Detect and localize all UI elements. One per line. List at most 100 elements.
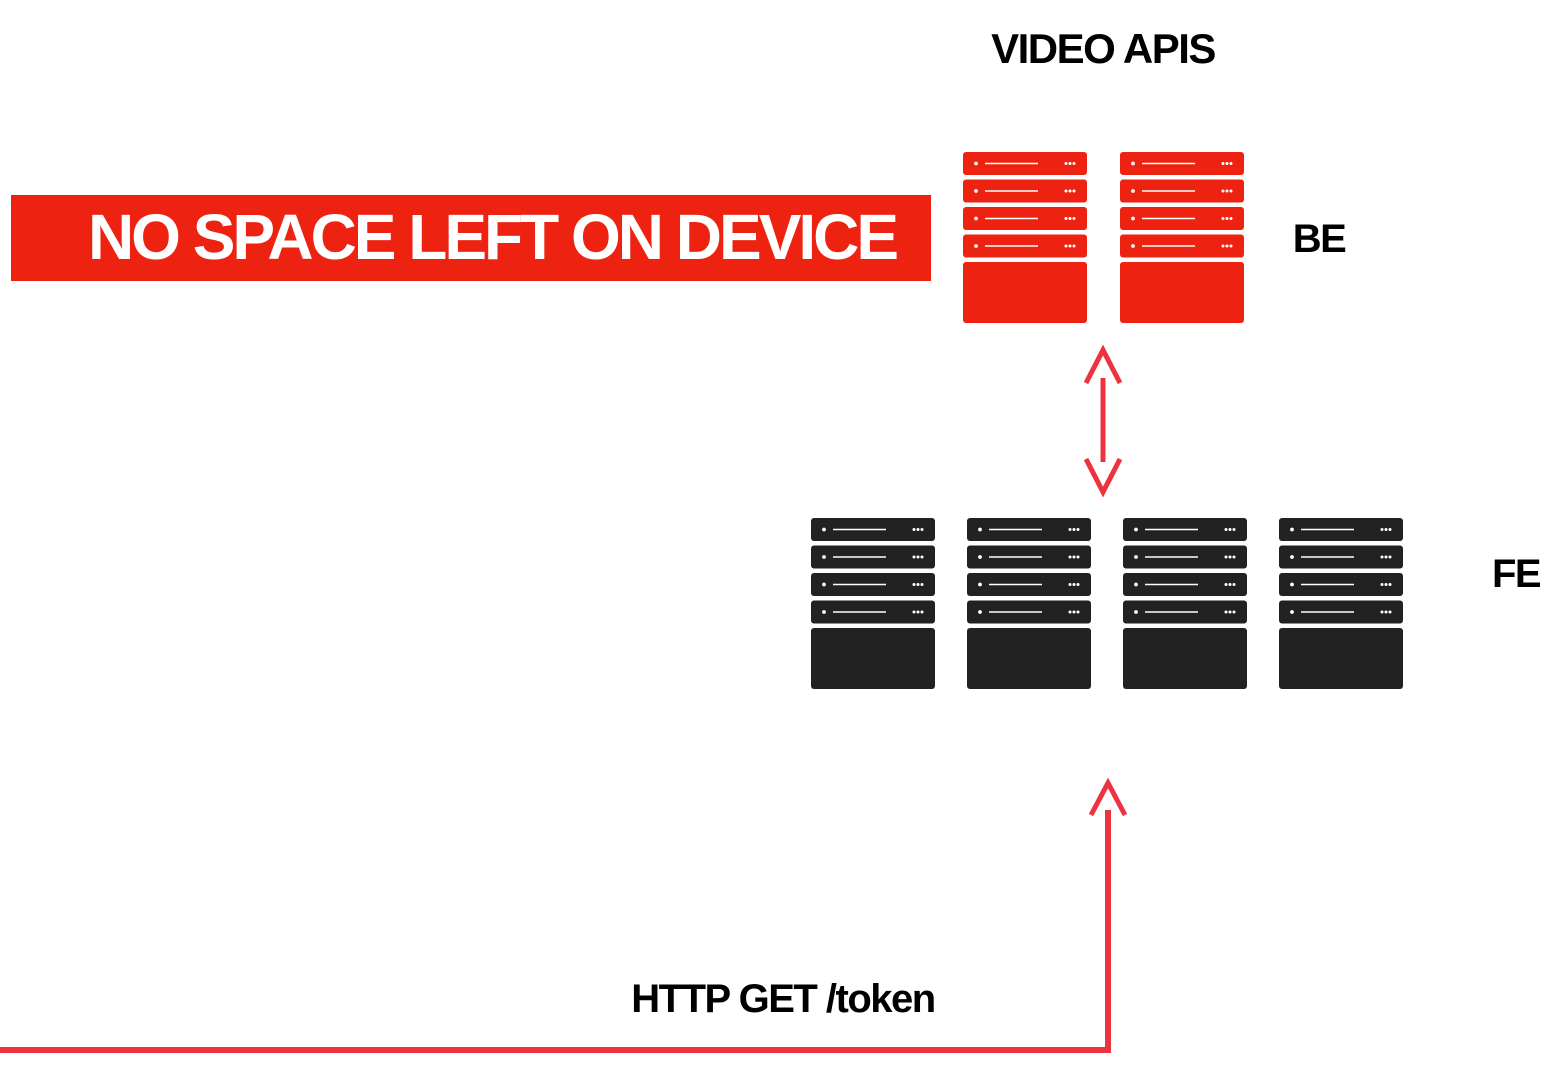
arrow-head-up [1083, 344, 1123, 385]
server-dot [1232, 583, 1236, 586]
arrow-head-down [1083, 457, 1123, 498]
server-led [1134, 527, 1138, 532]
server-led [1131, 161, 1135, 166]
server-dot [1384, 555, 1388, 559]
server-dot [1380, 528, 1384, 531]
frontend-server-rack-icon [1279, 518, 1403, 689]
server-dot [1232, 555, 1236, 559]
server-dot [916, 555, 920, 559]
server-dot [1229, 244, 1233, 248]
server-dot [1072, 244, 1076, 248]
server-led [1134, 555, 1138, 559]
server-dot [1076, 555, 1080, 559]
server-dot [1072, 162, 1076, 165]
server-led [1134, 582, 1138, 587]
server-dot [1229, 162, 1233, 165]
server-led [1290, 527, 1294, 532]
server-led [1290, 582, 1294, 587]
backend-server-rack-icon [1120, 152, 1244, 323]
server-dot [1068, 583, 1072, 586]
server-dot [1068, 528, 1072, 531]
server-dot [1388, 555, 1392, 559]
server-dot [1221, 162, 1225, 165]
server-dot [1224, 583, 1228, 586]
server-dot [1380, 555, 1384, 559]
server-dot [1232, 610, 1236, 614]
server-dot [920, 528, 924, 531]
server-dot [1225, 244, 1229, 248]
server-led [1131, 189, 1135, 193]
server-dot [1224, 610, 1228, 614]
server-led [974, 244, 978, 248]
frontend-server-group [811, 518, 1403, 689]
request-arrow-head [1088, 777, 1128, 817]
server-dot [1068, 189, 1072, 193]
server-dot [916, 610, 920, 614]
frontend-server-rack-icon [811, 518, 935, 689]
server-dot [1228, 555, 1232, 559]
server-led [822, 527, 826, 532]
error-banner-text: NO SPACE LEFT ON DEVICE [88, 201, 897, 273]
server-led [1131, 216, 1135, 221]
backend-tier-label: BE [1293, 217, 1346, 261]
server-dot [1380, 583, 1384, 586]
frontend-server-rack-icon [1123, 518, 1247, 689]
server-dot [1072, 555, 1076, 559]
server-base [811, 628, 935, 689]
server-dot [1224, 528, 1228, 531]
server-dot [1228, 583, 1232, 586]
server-dot [1384, 583, 1388, 586]
server-dot [1064, 244, 1068, 248]
server-dot [1229, 217, 1233, 220]
server-dot [1068, 244, 1072, 248]
server-dot [920, 583, 924, 586]
server-dot [1384, 610, 1388, 614]
server-led [822, 582, 826, 587]
server-led [978, 610, 982, 614]
server-led [978, 582, 982, 587]
server-dot [1064, 217, 1068, 220]
server-dot [1221, 244, 1225, 248]
server-led [978, 555, 982, 559]
backend-server-group [963, 152, 1244, 323]
server-led [974, 161, 978, 166]
server-base [1120, 262, 1244, 323]
server-dot [1388, 583, 1392, 586]
server-dot [1064, 162, 1068, 165]
frontend-server-rack-icon [967, 518, 1091, 689]
server-dot [1072, 217, 1076, 220]
server-led [974, 216, 978, 221]
backend-server-rack-icon [963, 152, 1087, 323]
server-led [822, 610, 826, 614]
server-dot [1225, 162, 1229, 165]
server-dot [1228, 528, 1232, 531]
request-label: HTTP GET /token [631, 977, 934, 1021]
server-dot [1221, 189, 1225, 193]
server-dot [1076, 583, 1080, 586]
server-dot [1072, 189, 1076, 193]
server-dot [1068, 610, 1072, 614]
server-dot [1072, 528, 1076, 531]
server-base [963, 262, 1087, 323]
server-dot [1380, 610, 1384, 614]
error-banner-background [11, 195, 931, 281]
server-dot [1068, 162, 1072, 165]
server-base [1123, 628, 1247, 689]
server-dot [912, 555, 916, 559]
server-dot [1228, 610, 1232, 614]
server-dot [1384, 528, 1388, 531]
server-dot [1068, 217, 1072, 220]
frontend-tier-label: FE [1492, 552, 1541, 596]
server-led [1131, 244, 1135, 248]
server-dot [912, 583, 916, 586]
error-banner: NO SPACE LEFT ON DEVICE [11, 195, 931, 281]
server-dot [916, 528, 920, 531]
server-dot [1068, 555, 1072, 559]
server-dot [1076, 528, 1080, 531]
server-led [974, 189, 978, 193]
server-dot [920, 610, 924, 614]
server-dot [1388, 528, 1392, 531]
server-led [1290, 555, 1294, 559]
server-base [1279, 628, 1403, 689]
server-dot [1064, 189, 1068, 193]
